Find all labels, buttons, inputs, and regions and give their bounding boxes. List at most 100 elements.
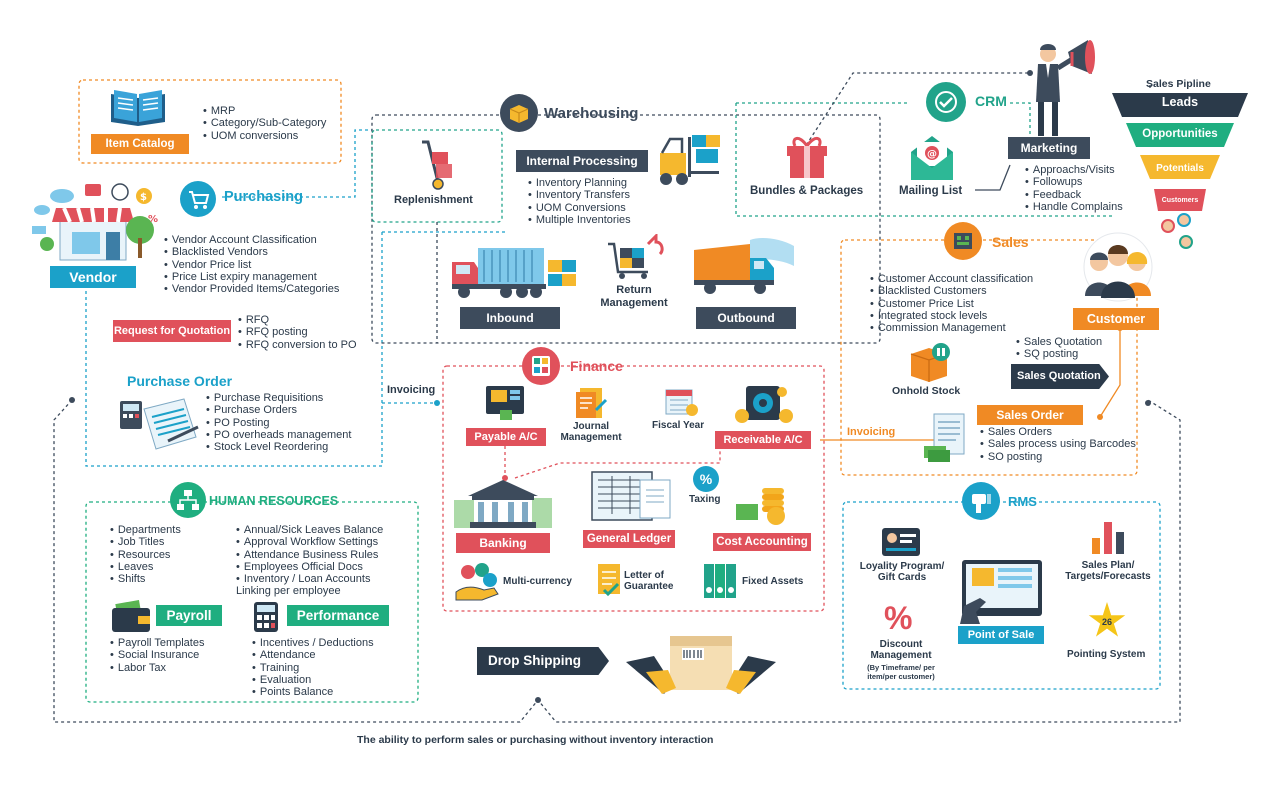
rfq-list: RFQ RFQ posting RFQ conversion to PO bbox=[238, 314, 357, 351]
funnel-stage-leads bbox=[1112, 93, 1248, 117]
vendor-label: Vendor bbox=[50, 266, 136, 288]
list-item: Vendor Account Classification bbox=[164, 234, 339, 246]
invoicing-right-label: Invoicing bbox=[847, 426, 896, 438]
org-chart-icon bbox=[170, 482, 206, 518]
list-item: Points Balance bbox=[252, 686, 374, 698]
discount-label: Discount Management bbox=[870, 639, 932, 661]
list-item: UOM Conversions bbox=[528, 202, 631, 214]
list-item: RFQ posting bbox=[238, 326, 357, 338]
loyalty-label: Loyality Program/ Gift Cards bbox=[859, 561, 945, 583]
customer-tag: Customer bbox=[1073, 308, 1159, 330]
payroll-list: Payroll Templates Social Insurance Labor… bbox=[110, 637, 205, 674]
list-item: SQ posting bbox=[1016, 348, 1102, 360]
list-item: Blacklisted Customers bbox=[870, 285, 1033, 297]
multicurrency-icon bbox=[455, 563, 499, 601]
list-item: Annual/Sick Leaves Balance bbox=[236, 524, 396, 536]
item-catalog-label: Item Catalog bbox=[91, 134, 189, 154]
pos-tag: Point of Sale bbox=[958, 626, 1044, 644]
list-item: Incentives / Deductions bbox=[252, 637, 374, 649]
sales-icon bbox=[944, 222, 982, 260]
gift-icon bbox=[787, 137, 827, 178]
guarantee-label: Letter of Guarantee bbox=[624, 570, 674, 592]
inbound-tag: Inbound bbox=[460, 307, 560, 329]
guarantee-icon bbox=[598, 564, 620, 597]
customer-avatars-icon bbox=[1161, 213, 1193, 249]
list-item: Training bbox=[252, 662, 374, 674]
list-item: Purchase Requisitions bbox=[206, 392, 351, 404]
general-ledger-tag: General Ledger bbox=[583, 530, 675, 548]
svg-text:$: $ bbox=[140, 192, 147, 203]
vendor-shop-icon: $ % bbox=[32, 183, 158, 261]
sales-quotation-tag: Sales Quotation bbox=[1011, 364, 1109, 389]
list-item: Sales Orders bbox=[980, 426, 1136, 438]
list-item: Departments bbox=[110, 524, 181, 536]
funnel-label-potentials: Potentials bbox=[1156, 163, 1204, 174]
sales-funnel bbox=[1112, 93, 1248, 211]
list-item: Shifts bbox=[110, 573, 181, 585]
list-item: Customer Price List bbox=[870, 298, 1033, 310]
sales-title: Sales bbox=[992, 234, 1029, 250]
atm-icon bbox=[486, 386, 524, 420]
hr-list-1: Departments Job Titles Resources Leaves … bbox=[110, 524, 181, 585]
performance-tag: Performance bbox=[287, 605, 389, 626]
list-item: Commission Management bbox=[870, 322, 1033, 334]
sales-quotation-label: Sales Quotation bbox=[1017, 370, 1101, 382]
funnel-stage-potentials bbox=[1140, 155, 1220, 179]
cart-icon bbox=[180, 181, 216, 217]
journal-icon bbox=[576, 388, 608, 418]
rfq-label: Request for Quotation bbox=[113, 320, 231, 342]
list-item: UOM conversions bbox=[203, 130, 326, 142]
drop-shipping-tag: Drop Shipping bbox=[477, 647, 609, 675]
purchase-order-list: Purchase Requisitions Purchase Orders PO… bbox=[206, 392, 352, 453]
list-item: Resources bbox=[110, 549, 181, 561]
journal-label: Journal Management bbox=[560, 421, 622, 443]
return-management-label: Return Management bbox=[600, 284, 668, 309]
list-item: Handle Complains bbox=[1025, 201, 1123, 213]
fixed-assets-icon bbox=[704, 564, 736, 598]
list-item: Social Insurance bbox=[110, 649, 204, 661]
list-item: Category/Sub-Category bbox=[203, 117, 327, 129]
sales-order-tag: Sales Order bbox=[977, 405, 1083, 425]
package-hands-icon bbox=[626, 636, 776, 694]
purchase-order-title: Purchase Order bbox=[127, 373, 233, 389]
list-item: Employees Official Docs bbox=[236, 561, 396, 573]
list-item: Job Titles bbox=[110, 536, 181, 548]
onhold-stock-label: Onhold Stock bbox=[892, 385, 961, 397]
book-icon bbox=[111, 90, 165, 126]
list-item: Inventory Planning bbox=[528, 177, 631, 189]
item-catalog-section: Item Catalog MRP Category/Sub-Category U… bbox=[79, 80, 341, 163]
list-item: Inventory / Loan Accounts Linking per em… bbox=[236, 573, 396, 598]
crm-title: CRM bbox=[975, 93, 1007, 109]
hand-truck-icon bbox=[422, 140, 452, 190]
fiscal-year-label: Fiscal Year bbox=[652, 420, 705, 431]
box-icon bbox=[500, 94, 538, 132]
marketing-person-icon bbox=[1036, 40, 1095, 136]
internal-processing-tag: Internal Processing bbox=[516, 150, 648, 172]
list-item: Approachs/Visits bbox=[1025, 164, 1123, 176]
list-item: Approval Workflow Settings bbox=[236, 536, 396, 548]
coins-icon bbox=[736, 488, 785, 525]
list-item: Labor Tax bbox=[110, 662, 204, 674]
list-item: Multiple Inventories bbox=[528, 214, 631, 226]
list-item: Sales Quotation bbox=[1016, 336, 1102, 348]
sales-order-list: Sales Orders Sales process using Barcode… bbox=[980, 426, 1136, 463]
svg-text:@: @ bbox=[927, 149, 937, 160]
drop-shipping-label: Drop Shipping bbox=[488, 653, 581, 668]
customers-group-icon bbox=[1083, 232, 1153, 302]
rms-title: RMS bbox=[1008, 494, 1037, 509]
marketing-tag: Marketing bbox=[1008, 137, 1090, 159]
percent-icon: % bbox=[693, 466, 719, 492]
list-item: MRP bbox=[203, 105, 326, 117]
funnel-label-leads: Leads bbox=[1161, 95, 1199, 109]
payroll-tag: Payroll bbox=[156, 605, 222, 626]
pos-terminal-icon bbox=[960, 560, 1042, 624]
invoicing-left-label: Invoicing bbox=[387, 384, 436, 396]
barcode-scanner-icon bbox=[962, 482, 1000, 520]
funnel-label-opportunities: Opportunities bbox=[1142, 128, 1218, 140]
ledger-icon bbox=[591, 471, 671, 521]
vendor-list: Vendor Account Classification Blackliste… bbox=[164, 234, 340, 295]
bundles-label: Bundles & Packages bbox=[750, 185, 864, 197]
safe-icon bbox=[735, 386, 793, 423]
receivable-tag: Receivable A/C bbox=[715, 431, 811, 449]
sales-pipeline-caption: Sales Pipline bbox=[1146, 78, 1211, 90]
